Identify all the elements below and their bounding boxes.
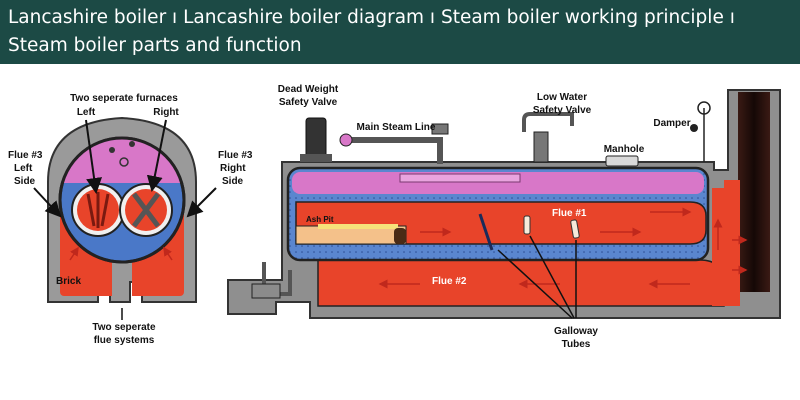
label-flue3-left-l3: Side [14, 176, 36, 187]
pointer-arrow [146, 119, 167, 192]
label-galloway-l1: Galloway [554, 326, 598, 337]
furnace-right [119, 183, 173, 237]
longitudinal-view: Dead Weight Safety Valve Main Steam Line… [227, 84, 781, 350]
lancashire-boiler-diagram: Two seperate furnaces Left Right Flue #3… [8, 84, 781, 350]
label-flue-systems-l1: Two seperate [92, 322, 156, 333]
label-flue3-right-l1: Flue #3 [218, 150, 253, 161]
flow-arrow [163, 246, 173, 261]
label-manhole: Manhole [604, 144, 645, 155]
pointer-arrow [186, 187, 217, 218]
label-brick: Brick [56, 276, 81, 287]
low-water-safety-valve [522, 112, 574, 132]
title-banner: Lancashire boiler ı Lancashire boiler di… [0, 0, 800, 64]
main-steam-flange [339, 133, 353, 147]
stay-rivet [109, 147, 115, 153]
banner-divider [0, 64, 800, 70]
cross-section-view: Two seperate furnaces Left Right Flue #3… [8, 93, 253, 346]
steam-space-longitudinal [292, 172, 704, 194]
furnace-left [71, 183, 125, 237]
label-main-steam-line: Main Steam Line [357, 122, 436, 133]
bottom-flue-channel [317, 259, 725, 307]
label-flue3-left-l1: Flue #3 [8, 150, 43, 161]
steam-pipe-internal [399, 173, 521, 183]
label-galloway-l2: Tubes [562, 339, 591, 350]
chimney-inlet-flue [724, 180, 740, 306]
stay-rivet [119, 157, 129, 167]
pointer-line [497, 249, 573, 319]
label-flue-systems-l2: flue systems [94, 335, 155, 346]
fire-bridge [394, 228, 406, 244]
pointer-line [529, 235, 575, 319]
label-two-furnaces: Two seperate furnaces [70, 93, 178, 104]
chimney-flue [738, 92, 770, 292]
dead-weight-safety-valve [305, 117, 327, 161]
end-return-flue [700, 188, 728, 306]
page-title: Lancashire boiler ı Lancashire boiler di… [8, 7, 735, 56]
shell-outline [58, 136, 186, 264]
galloway-tube [570, 219, 580, 239]
label-flue3-right-l2: Right [220, 163, 246, 174]
label-furnace-left: Left [77, 107, 96, 118]
label-flue1: Flue #1 [552, 208, 587, 219]
valve-base [300, 154, 332, 162]
blow-off-valve [251, 283, 281, 299]
manhole-cover [605, 155, 639, 167]
label-low-water-l2: Safety Valve [533, 105, 592, 116]
label-flue3-left-l2: Left [14, 163, 33, 174]
label-furnace-right: Right [153, 107, 179, 118]
galloway-tube [478, 213, 494, 251]
galloway-tube [523, 215, 531, 235]
pointer-arrow [85, 119, 102, 194]
pointer-arrow [33, 187, 62, 218]
flow-arrow [69, 246, 79, 261]
label-flue2: Flue #2 [432, 276, 467, 287]
valve-body [533, 131, 549, 163]
label-low-water-l1: Low Water [537, 92, 587, 103]
main-steam-line-pipe [348, 137, 443, 164]
main-steam-valve [431, 123, 449, 135]
damper-weight [690, 124, 698, 132]
label-dead-weight-l2: Safety Valve [279, 97, 338, 108]
fire-grate [318, 224, 398, 229]
steam-space-cross-section [62, 136, 182, 183]
label-flue3-right-l3: Side [222, 176, 244, 187]
stay-rivet [129, 141, 135, 147]
label-damper: Damper [653, 118, 690, 129]
label-ash-pit: Ash Pit [306, 215, 334, 224]
label-dead-weight-l1: Dead Weight [278, 84, 339, 95]
